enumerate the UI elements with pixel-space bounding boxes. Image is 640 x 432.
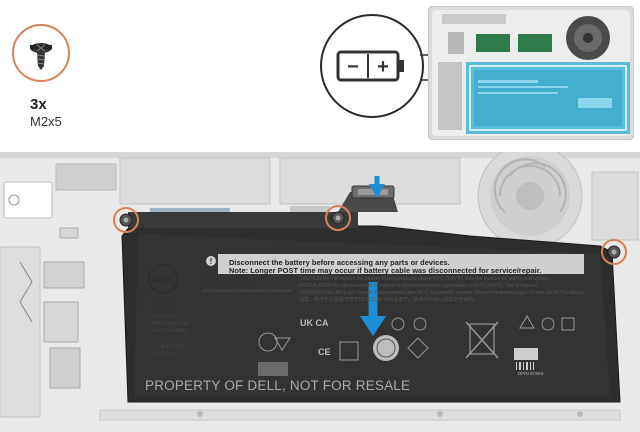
battery-callout: − + <box>320 14 424 118</box>
battery-standard-text: Standard Rechargeable Li-ion Battery <box>152 314 190 334</box>
battery-questions-title: Battery Questions? <box>203 281 255 287</box>
cable-arrow <box>369 184 385 198</box>
svg-text:!: ! <box>210 257 213 266</box>
precaution-text: PRÉCAUTION Ne pas soumettre la batterie … <box>299 283 539 289</box>
battery-icon: − + <box>336 50 404 82</box>
battery-warning-line1: Disconnect the battery before accessing … <box>229 258 450 267</box>
lift-arrow <box>360 316 386 336</box>
vorsicht-text: VORSICHT Der Akku darf keinen Temperatur… <box>299 290 585 296</box>
ce-mark: CE <box>318 347 331 357</box>
battery-plus: + <box>377 56 389 78</box>
chassis-drawing: ! <box>0 152 640 432</box>
ukca-mark: UK CA <box>300 318 329 328</box>
screw-callout <box>12 24 70 82</box>
part-number: DP/N 87XK6 <box>518 371 544 376</box>
battery-detail-view: ! Disconnect the battery be <box>0 152 640 432</box>
caution-text: CAUTION Do not expose the battery to tem… <box>299 276 551 282</box>
dell-logo: DELL <box>148 264 178 294</box>
battery-warning-line2: Note: Longer POST time may occur if batt… <box>229 266 542 275</box>
battery-capacity: 63Wh <box>152 298 176 310</box>
screw-icon <box>30 43 52 70</box>
questions-brand: DELL <box>203 274 218 280</box>
battery-minus: − <box>347 56 359 78</box>
laptop-overview <box>428 6 634 140</box>
battery-questions-url: Go to www.dell.com/regulatory_compliance <box>203 288 292 293</box>
screw-size: M2x5 <box>30 114 62 129</box>
chinese-warning-text: 注意：电池不应暴露于高于65°C (149°F)的温度下。请参阅手册以获取安全说… <box>299 297 479 303</box>
screw-quantity: 3x <box>30 96 47 113</box>
resale-watermark: PROPERTY OF DELL, NOT FOR RESALE <box>145 378 411 393</box>
battery-type-text: Type RJ40G 15.2V = <box>152 344 186 357</box>
